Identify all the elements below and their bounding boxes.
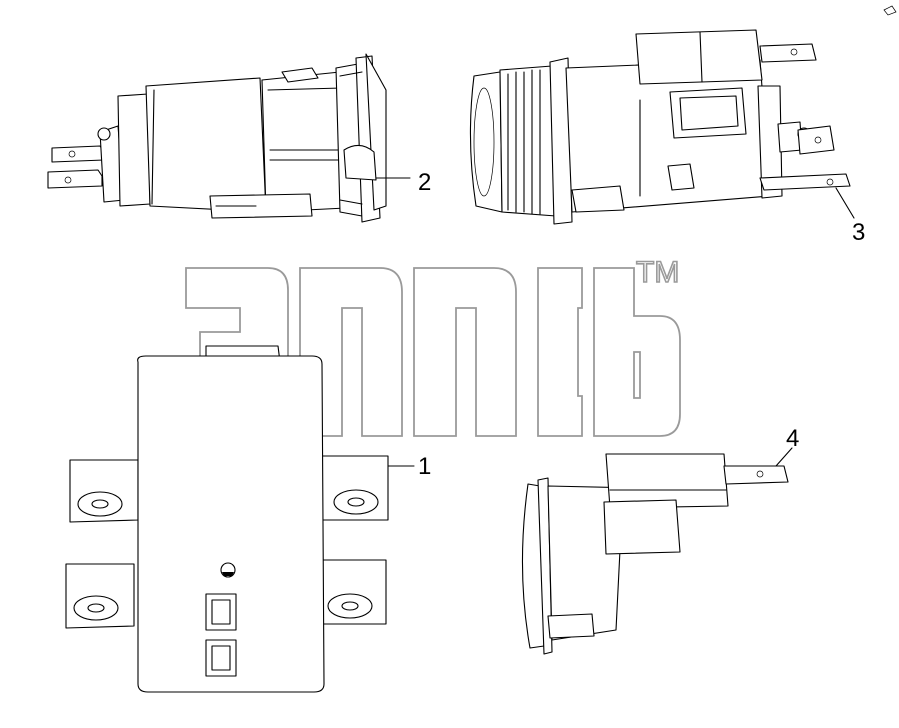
part-4-socket-side-view xyxy=(521,447,793,655)
part-3-socket-side-view xyxy=(469,29,855,225)
part-1-socket-front-view xyxy=(65,345,415,693)
callout-2: 2 xyxy=(418,169,431,196)
trademark-symbol: TM xyxy=(636,256,679,289)
part-2-socket-side-view xyxy=(47,53,411,223)
callout-4: 4 xyxy=(786,425,799,452)
callout-3: 3 xyxy=(852,219,865,246)
corner-mark xyxy=(883,5,897,16)
callout-1: 1 xyxy=(418,453,431,480)
